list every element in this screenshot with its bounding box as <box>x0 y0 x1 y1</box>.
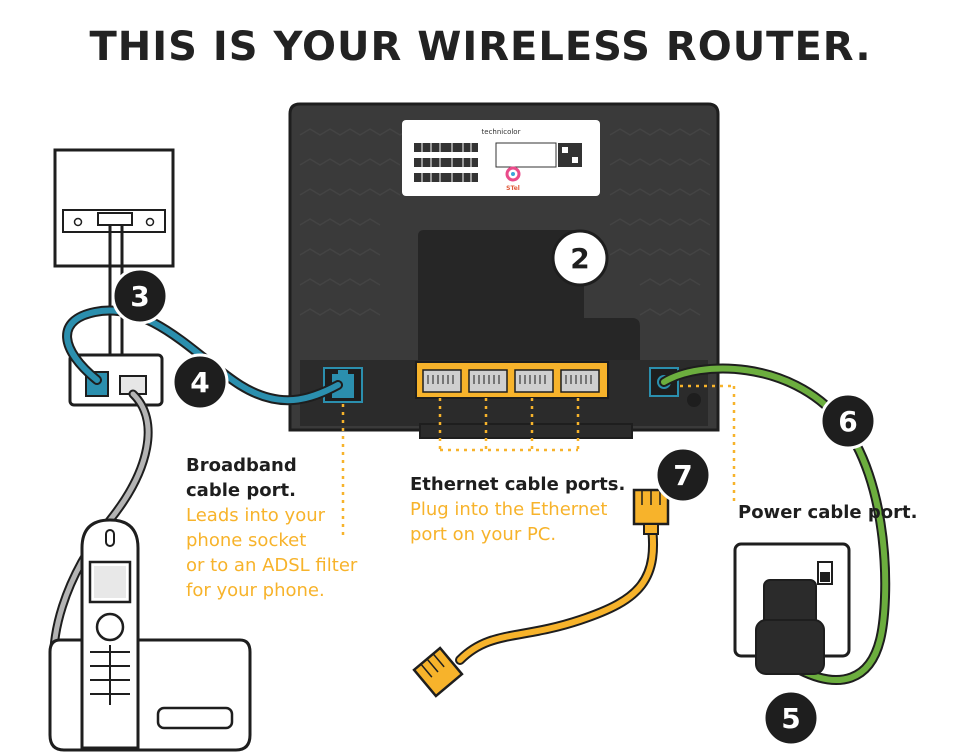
broadband-port <box>323 367 363 403</box>
marker-5: 5 <box>762 689 820 747</box>
ethernet-port-1 <box>422 369 462 393</box>
ethernet-plug-end-icon <box>412 646 464 698</box>
router-body <box>288 102 720 439</box>
ethernet-ports <box>415 361 609 399</box>
broadband-detail-4: for your phone. <box>186 580 325 601</box>
marker-7: 7 <box>654 446 712 504</box>
ethernet-port-3 <box>514 369 554 393</box>
ethernet-detail-2: port on your PC. <box>410 524 557 545</box>
marker-7-circle <box>654 446 712 504</box>
barcode-icon <box>414 143 478 182</box>
marker-3-circle <box>111 267 169 325</box>
marker-2-circle <box>551 229 609 287</box>
marker-5-label: 5 <box>781 702 800 735</box>
ethernet-callout: Ethernet cable ports. Plug into the Ethe… <box>410 472 625 547</box>
power-callout: Power cable port. <box>738 500 917 525</box>
broadband-detail-3: or to an ADSL filter <box>186 555 358 576</box>
marker-7-label: 7 <box>673 459 692 492</box>
router-brand-text: technicolor <box>482 128 521 136</box>
broadband-detail-2: phone socket <box>186 530 307 551</box>
broadband-callout: Broadband cable port. Leads into your ph… <box>186 453 357 603</box>
page-title: THIS IS YOUR WIRELESS ROUTER. <box>89 24 872 70</box>
ethernet-detail-1: Plug into the Ethernet <box>410 499 608 520</box>
ethernet-port-4 <box>560 369 600 393</box>
marker-6: 6 <box>819 392 877 450</box>
sticker-mark-text: STel <box>506 185 520 192</box>
marker-6-label: 6 <box>838 405 857 438</box>
power-heading: Power cable port. <box>738 502 918 523</box>
ethernet-port-2 <box>468 369 508 393</box>
marker-2-label: 2 <box>570 242 589 275</box>
broadband-detail-1: Leads into your <box>186 505 326 526</box>
brand-logo-icon <box>505 166 521 182</box>
marker-5-circle <box>762 689 820 747</box>
marker-3-label: 3 <box>130 280 149 313</box>
marker-3: 3 <box>111 267 169 325</box>
marker-4-circle <box>171 353 229 411</box>
cordless-phone <box>48 389 252 752</box>
marker-2: 2 <box>551 229 609 287</box>
broadband-heading-2: cable port. <box>186 480 296 501</box>
leader-lines <box>341 384 736 540</box>
marker-4-label: 4 <box>190 366 209 399</box>
router-label-sticker: technicolor STel <box>402 120 600 196</box>
ethernet-cable <box>412 488 670 698</box>
broadband-heading-1: Broadband <box>186 455 297 476</box>
qr-code-icon <box>558 143 582 167</box>
power-wall-plug <box>733 542 851 675</box>
ethernet-plug-icon <box>632 488 670 535</box>
marker-4: 4 <box>171 353 229 411</box>
marker-6-circle <box>819 392 877 450</box>
ethernet-heading: Ethernet cable ports. <box>410 474 626 495</box>
